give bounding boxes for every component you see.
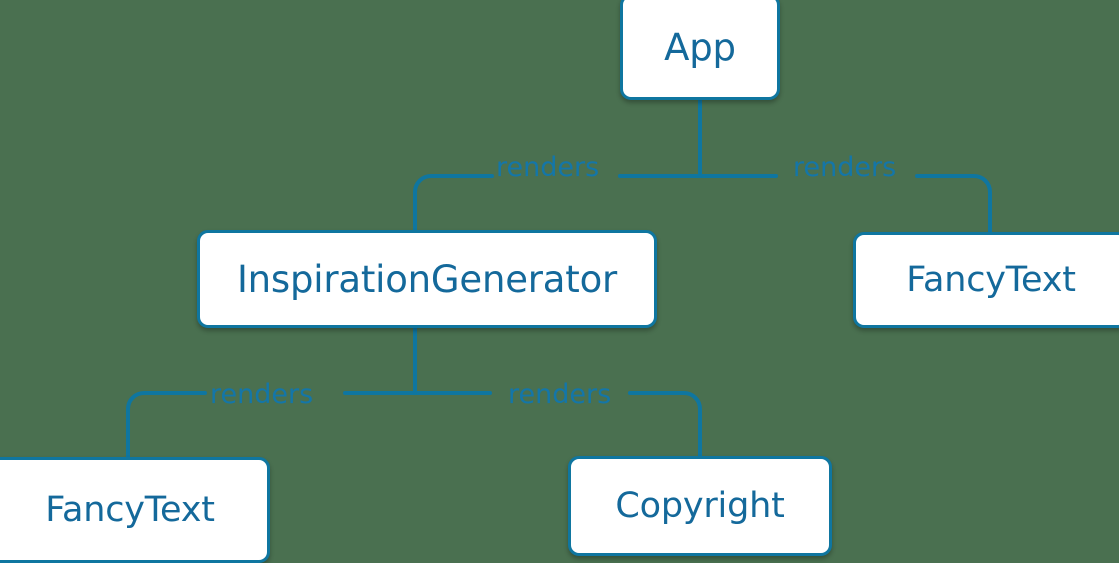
edge-label-app-to-fancytext: renders [793,152,897,183]
node-fancytext-left[interactable]: FancyText [0,457,270,563]
edge-inspgen-to-fancyleft [126,391,417,459]
edge-label-app-to-inspgen: renders [496,152,600,183]
edge-label-inspgen-to-fancytext: renders [210,379,314,410]
node-inspiration-generator[interactable]: InspirationGenerator [197,230,657,328]
edge-label-inspgen-to-copyright: renders [508,379,612,410]
edge-app-to-fancyright [698,174,992,234]
node-copyright[interactable]: Copyright [568,456,832,556]
node-fancytext-right[interactable]: FancyText [853,232,1119,328]
node-inspiration-generator-label: InspirationGenerator [236,257,618,301]
node-app-label: App [664,25,736,69]
node-copyright-label: Copyright [615,485,785,526]
node-fancytext-left-label: FancyText [45,489,215,530]
node-fancytext-right-label: FancyText [906,259,1076,300]
edge-inspgen-to-copyright [413,391,702,458]
node-app[interactable]: App [620,0,780,100]
edge-app-to-inspgen [413,174,702,232]
